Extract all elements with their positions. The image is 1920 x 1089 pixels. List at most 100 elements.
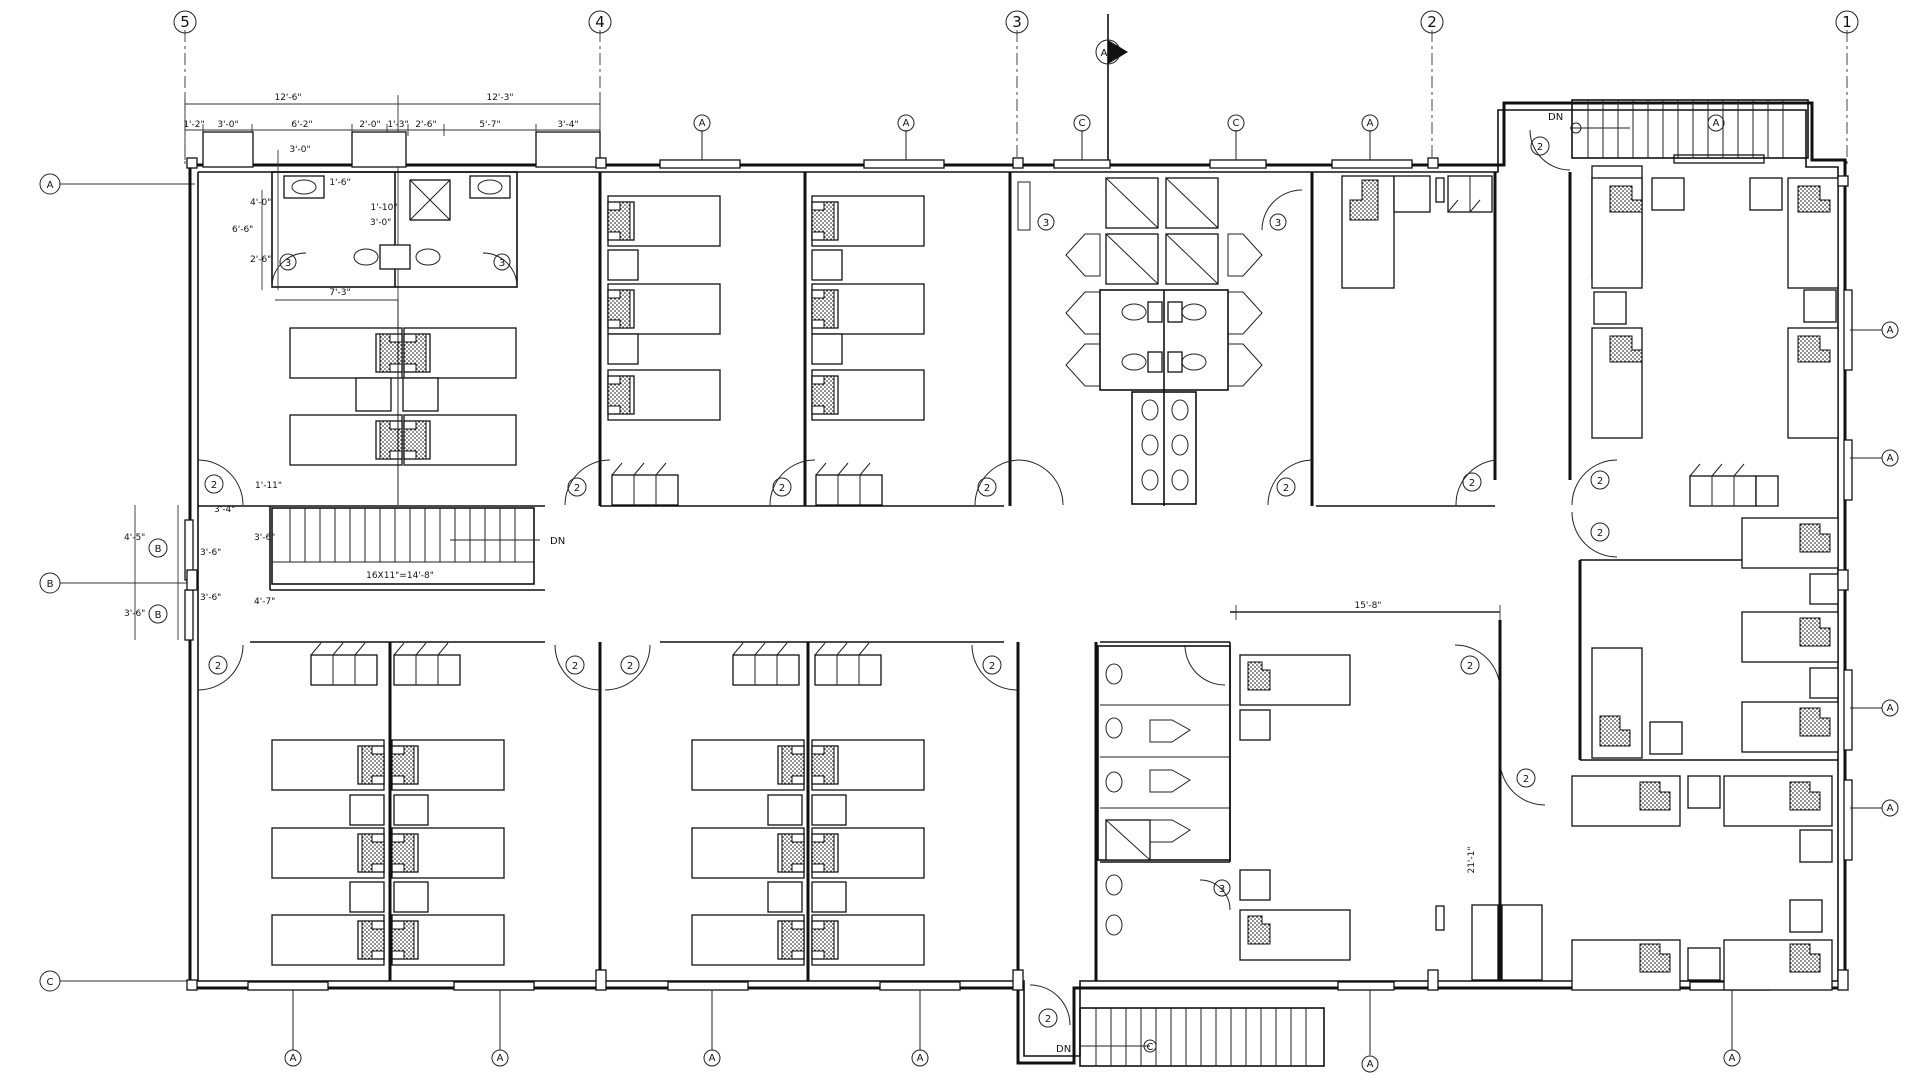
stair-bottom: C DN [1056, 1007, 1325, 1067]
room-bottom-2-beds [691, 642, 925, 966]
svg-text:2'-6": 2'-6" [415, 120, 436, 130]
window-tags: A A C C A A A A A A A A A A A A [284, 114, 1899, 1073]
bathroom-top-left: 3 3 7'-3" 3'-0" 1'-6" 1'-10" 4'-0" 6'-6"… [232, 145, 518, 301]
window-tag-a: A [1850, 321, 1899, 339]
room-top-5 [1341, 175, 1493, 289]
svg-text:A: A [290, 1053, 297, 1064]
svg-text:4: 4 [595, 13, 605, 31]
window-tag-a: A [284, 990, 302, 1067]
main-stair: DN 16X11"=14'-8" [271, 507, 565, 585]
svg-text:DN: DN [550, 536, 565, 547]
svg-text:2'-0": 2'-0" [359, 120, 380, 130]
door-6: 2 [1267, 459, 1314, 506]
svg-text:C: C [1079, 118, 1086, 129]
svg-text:3: 3 [1219, 884, 1225, 895]
svg-text:2: 2 [1467, 661, 1473, 672]
svg-text:2: 2 [779, 483, 785, 494]
svg-text:2: 2 [574, 483, 580, 494]
window-tag-a: A [1723, 990, 1741, 1067]
window-tag-a: A [1707, 114, 1725, 132]
svg-text:2: 2 [215, 661, 221, 672]
door-4: 2 [974, 459, 1021, 506]
grid-bubble-a: A [39, 173, 61, 195]
svg-text:4'-5": 4'-5" [124, 533, 145, 543]
door-12: 2 [554, 644, 601, 691]
window-tag-a: A [693, 114, 711, 160]
column-grid-bubbles: 5 4 3 2 1 [173, 10, 1859, 34]
svg-text:A: A [1367, 118, 1374, 129]
svg-text:2: 2 [1469, 478, 1475, 489]
svg-text:2: 2 [1597, 528, 1603, 539]
svg-text:A: A [917, 1053, 924, 1064]
svg-text:3'-6": 3'-6" [254, 533, 275, 543]
top-windows [202, 131, 1853, 991]
window-tag-a: A [1850, 699, 1899, 717]
door-3: 2 [769, 459, 816, 506]
window-tag-a: A [911, 990, 929, 1067]
svg-text:A: A [1713, 118, 1720, 129]
window-tag-a: A [1850, 449, 1899, 467]
svg-text:A: A [47, 180, 54, 191]
room-top-3-beds [811, 195, 925, 506]
svg-text:3'-6": 3'-6" [200, 593, 221, 603]
room-top-left-beds [289, 300, 517, 505]
svg-text:3: 3 [499, 258, 505, 269]
svg-text:A: A [903, 118, 910, 129]
svg-text:A: A [1729, 1053, 1736, 1064]
svg-text:4'-7": 4'-7" [254, 597, 275, 607]
svg-text:1'-10": 1'-10" [370, 203, 397, 213]
svg-text:21'-1": 21'-1" [1467, 846, 1477, 873]
door-16: 2 [1454, 644, 1501, 691]
svg-text:2: 2 [1523, 774, 1529, 785]
svg-text:DN: DN [1548, 112, 1563, 123]
svg-text:3'-0": 3'-0" [289, 145, 310, 155]
svg-text:1: 1 [1842, 13, 1852, 31]
svg-text:3'-0": 3'-0" [370, 218, 391, 228]
svg-text:2: 2 [1537, 142, 1543, 153]
window-tag-c: C [1227, 114, 1245, 160]
door-18: 2 [1029, 984, 1071, 1028]
svg-text:2'-6": 2'-6" [250, 255, 271, 265]
door-11: 2 [197, 644, 244, 691]
row-grid-bubbles: A B C [39, 173, 61, 992]
svg-text:4'-0": 4'-0" [250, 198, 271, 208]
svg-text:A: A [1887, 325, 1894, 336]
grid-bubble-1: 1 [1835, 10, 1859, 34]
svg-text:2: 2 [1283, 483, 1289, 494]
door-8: 2 [1571, 459, 1618, 506]
svg-text:5'-7": 5'-7" [479, 120, 500, 130]
svg-text:15'-8": 15'-8" [1354, 601, 1381, 611]
svg-text:2: 2 [984, 483, 990, 494]
svg-text:2: 2 [1427, 13, 1437, 31]
svg-text:B: B [155, 544, 162, 555]
svg-text:DN: DN [1056, 1044, 1071, 1055]
svg-text:3'-4": 3'-4" [557, 120, 578, 130]
svg-text:3: 3 [285, 258, 291, 269]
interior-walls [198, 172, 1838, 981]
left-dimensions: B B 1'-11" 3'-4" 3'-6" 4'-5" 3'-6" 3'-6"… [124, 481, 282, 641]
room-bottom-1-beds [271, 642, 505, 966]
doors: 2 2 2 2 2 2 2 2 2 2 2 2 2 2 2 2 [197, 129, 1618, 1028]
grid-bubble-4: 4 [588, 10, 612, 34]
grid-bubble-c: C [39, 970, 61, 992]
svg-text:12'-6": 12'-6" [274, 93, 301, 103]
top-dimension-string: 12'-6" 12'-3" 1'-2" 3'-0" 6'-2" 2'-0" 1'… [183, 93, 601, 300]
grid-lines [60, 30, 1848, 982]
window-tag-a: A [1850, 799, 1899, 817]
svg-text:1'-2": 1'-2" [183, 120, 204, 130]
svg-text:3: 3 [1275, 218, 1281, 229]
svg-text:B: B [155, 610, 162, 621]
svg-text:1'-11": 1'-11" [255, 481, 282, 491]
svg-text:A: A [1101, 48, 1108, 59]
room-top-right [1591, 165, 1839, 507]
door-7: 2 [1455, 459, 1497, 506]
grid-bubble-2: 2 [1420, 10, 1444, 34]
window-tag-c: C [1073, 114, 1091, 160]
door-10: 2 [1529, 129, 1571, 171]
svg-text:6'-2": 6'-2" [291, 120, 312, 130]
svg-text:2: 2 [211, 480, 217, 491]
room-bottom-center: 15'-8" 21'-1" [1235, 601, 1543, 981]
window-tag-a: A [1361, 114, 1379, 160]
svg-text:2: 2 [1045, 1014, 1051, 1025]
